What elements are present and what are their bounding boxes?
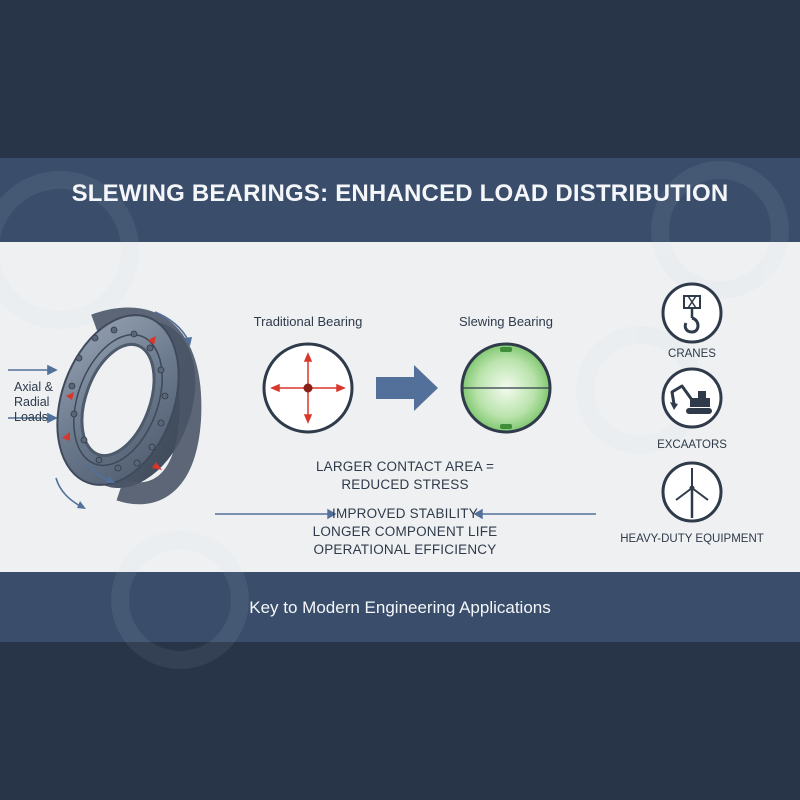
- page-title: SLEWING BEARINGS: ENHANCED LOAD DISTRIBU…: [71, 180, 729, 207]
- loads-label-line: Radial: [14, 395, 50, 409]
- crane-hook-icon: [661, 282, 723, 344]
- traditional-bearing-diagram: [262, 342, 354, 434]
- application-label-excavators: EXCAATORS: [657, 439, 727, 451]
- comparison-arrow: [376, 365, 438, 411]
- wind-turbine-icon: [661, 461, 723, 523]
- application-label-cranes: CRANES: [668, 348, 716, 360]
- slewing-bearing-label: Slewing Bearing: [459, 314, 553, 329]
- benefit-item: LONGER COMPONENT LIFE: [312, 524, 498, 539]
- traditional-bearing-label: Traditional Bearing: [253, 314, 363, 329]
- load-input-arrows: [8, 364, 58, 424]
- contact-note-line: LARGER CONTACT AREA =: [315, 459, 495, 474]
- slewing-bearing-illustration: [56, 307, 202, 505]
- footer-tagline: Key to Modern Engineering Applications: [249, 598, 551, 617]
- excavator-icon: [661, 367, 723, 429]
- contact-area-note: LARGER CONTACT AREA = REDUCED STRESS: [296, 458, 514, 494]
- benefit-arrows: [215, 508, 596, 520]
- footer-band: [0, 572, 800, 642]
- rotation-arrows: [55, 311, 192, 509]
- loads-label-line: Loads: [14, 410, 49, 424]
- loads-label: Axial & Radial Loads: [14, 380, 53, 425]
- application-label-heavy-equipment: HEAVY-DUTY EQUIPMENT: [620, 533, 764, 545]
- contact-note-line: REDUCED STRESS: [341, 477, 469, 492]
- benefits-list: IMPROVED STABILITY LONGER COMPONENT LIFE…: [296, 505, 514, 559]
- slewing-bearing-diagram: [460, 342, 552, 434]
- benefit-item: OPERATIONAL EFFICIENCY: [313, 542, 497, 557]
- title-band: [0, 158, 800, 242]
- loads-label-line: Axial &: [14, 380, 53, 394]
- benefit-item: IMPROVED STABILITY: [332, 506, 478, 521]
